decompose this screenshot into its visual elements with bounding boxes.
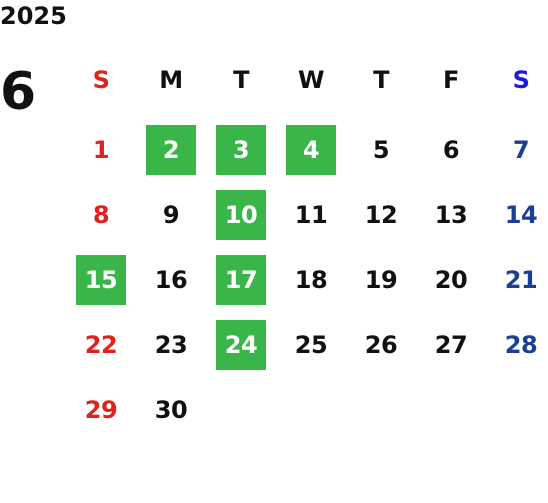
- day-cell-23[interactable]: 23: [154, 331, 188, 359]
- day-cell-15[interactable]: 15: [76, 255, 126, 305]
- day-cell-17[interactable]: 17: [216, 255, 266, 305]
- day-cell-27[interactable]: 27: [434, 331, 468, 359]
- day-cell-6[interactable]: 6: [442, 136, 460, 164]
- month-number: 6: [0, 62, 37, 122]
- weekday-header-saturday: S: [512, 66, 530, 94]
- day-cell-3[interactable]: 3: [216, 125, 266, 175]
- day-cell-30[interactable]: 30: [154, 396, 188, 424]
- day-cell-12[interactable]: 12: [364, 201, 398, 229]
- day-cell-19[interactable]: 19: [364, 266, 398, 294]
- day-cell-14[interactable]: 14: [504, 201, 538, 229]
- day-cell-10[interactable]: 10: [216, 190, 266, 240]
- day-cell-22[interactable]: 22: [84, 331, 118, 359]
- day-cell-16[interactable]: 16: [154, 266, 188, 294]
- day-cell-11[interactable]: 11: [294, 201, 328, 229]
- weekday-header-wednesday: W: [298, 66, 324, 94]
- day-cell-24[interactable]: 24: [216, 320, 266, 370]
- day-cell-7[interactable]: 7: [512, 136, 530, 164]
- day-cell-8[interactable]: 8: [92, 201, 110, 229]
- day-cell-21[interactable]: 21: [504, 266, 538, 294]
- day-cell-9[interactable]: 9: [162, 201, 180, 229]
- day-cell-1[interactable]: 1: [92, 136, 110, 164]
- day-cell-25[interactable]: 25: [294, 331, 328, 359]
- day-cell-18[interactable]: 18: [294, 266, 328, 294]
- day-cell-20[interactable]: 20: [434, 266, 468, 294]
- day-cell-28[interactable]: 28: [504, 331, 538, 359]
- weekday-header-sunday: S: [92, 66, 110, 94]
- year-label: 2025: [0, 2, 67, 30]
- day-cell-26[interactable]: 26: [364, 331, 398, 359]
- weekday-header-thursday: T: [373, 66, 389, 94]
- weekday-header-monday: M: [159, 66, 183, 94]
- day-cell-2[interactable]: 2: [146, 125, 196, 175]
- weekday-header-friday: F: [443, 66, 459, 94]
- day-cell-13[interactable]: 13: [434, 201, 468, 229]
- day-cell-29[interactable]: 29: [84, 396, 118, 424]
- weekday-header-tuesday: T: [233, 66, 249, 94]
- day-cell-5[interactable]: 5: [372, 136, 390, 164]
- day-cell-4[interactable]: 4: [286, 125, 336, 175]
